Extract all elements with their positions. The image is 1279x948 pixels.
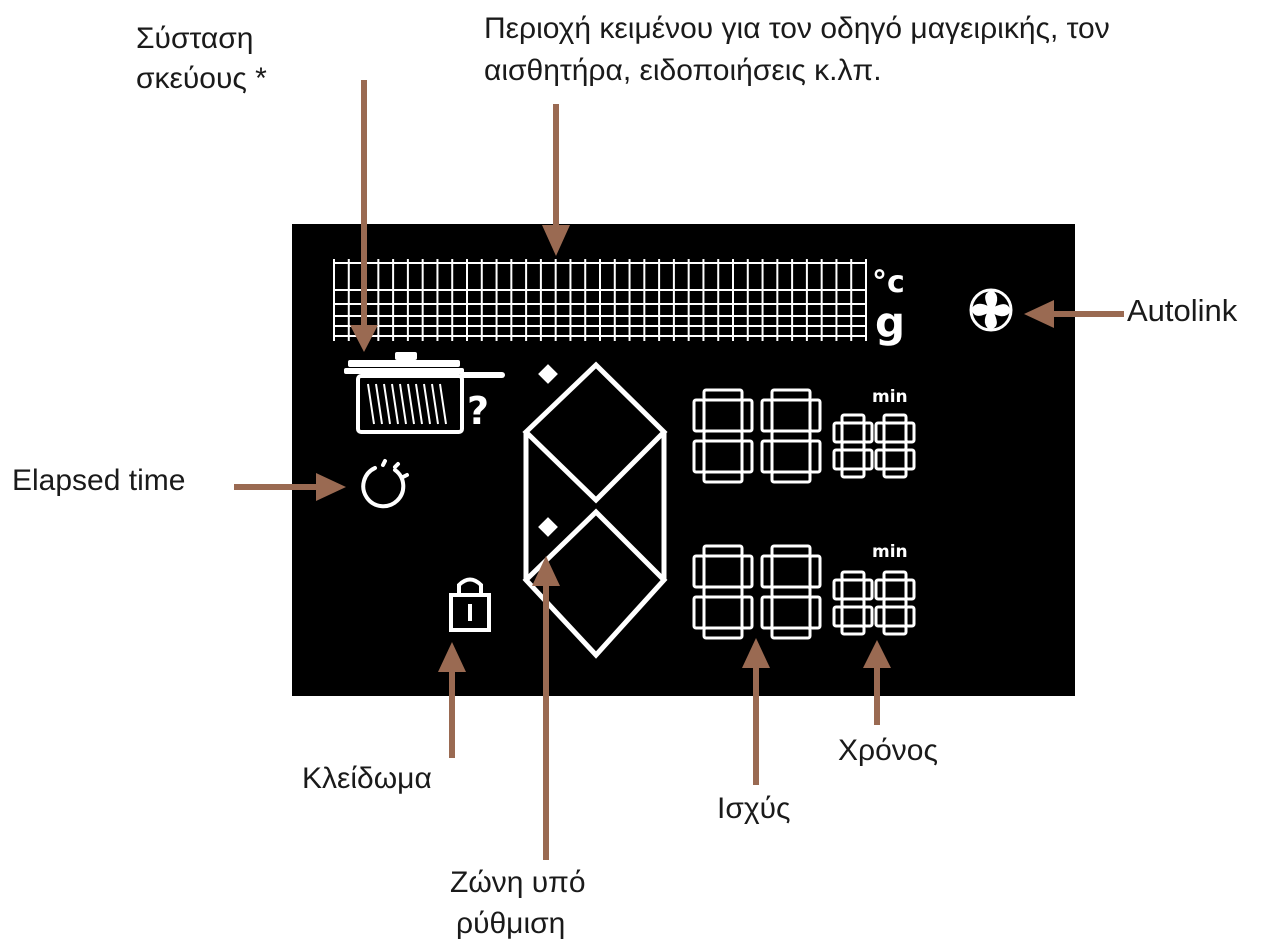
arrow-power: [742, 638, 770, 785]
lock-label: Κλείδωμα: [302, 762, 432, 795]
segment-digit: [760, 388, 822, 484]
autolink-label: Autolink: [1127, 293, 1238, 328]
segment-digit: [692, 544, 754, 640]
arrow-lock: [438, 642, 466, 758]
elapsed-time-icon: [361, 459, 409, 509]
grams-unit: g: [875, 298, 905, 347]
time-digits-top: [832, 413, 916, 479]
time-digits-bottom: [832, 570, 916, 636]
arrow-zone: [532, 556, 560, 860]
cookware-recommendation-label-line1: Σύσταση: [136, 22, 254, 55]
segment-digit: [874, 413, 916, 479]
zone-top-marker: [538, 364, 558, 384]
cookware-pot-icon: [344, 352, 505, 434]
power-digits-top: [692, 388, 822, 484]
time-label: Χρόνος: [838, 734, 938, 767]
power-digits-bottom: [692, 544, 822, 640]
segment-digit: [832, 570, 874, 636]
cookware-recommendation-label-line2: σκεύους *: [136, 62, 267, 95]
zone-bottom-marker: [538, 517, 558, 537]
segment-digit: [760, 544, 822, 640]
zone-label-line2: ρύθμιση: [456, 907, 566, 940]
arrow-cookware: [350, 80, 378, 352]
cooking-zone-indicator: [522, 361, 668, 659]
autolink-fan-icon: [969, 288, 1013, 332]
text-area-matrix: [333, 259, 867, 341]
min-unit-top: min: [872, 387, 908, 407]
zone-side-frame: [523, 432, 667, 580]
min-unit-bottom: min: [872, 542, 908, 562]
text-area-label-line1: Περιοχή κειμένου για τον οδηγό μαγειρική…: [484, 12, 1110, 45]
zone-label-line1: Ζώνη υπό: [450, 866, 586, 899]
arrow-elapsed-time: [234, 473, 346, 501]
lock-icon: [449, 577, 491, 632]
segment-digit: [692, 388, 754, 484]
elapsed-time-label: Elapsed time: [12, 464, 186, 497]
segment-digit: [874, 570, 916, 636]
arrow-time: [863, 640, 891, 725]
text-area-label-line2: αισθητήρα, ειδοποιήσεις κ.λπ.: [484, 54, 882, 87]
zone-top-diamond: [522, 361, 668, 504]
annotation-arrows: [234, 80, 1124, 860]
cookware-question-mark: ?: [467, 389, 489, 433]
segment-digit: [832, 413, 874, 479]
zone-bottom-diamond: [522, 508, 668, 659]
celsius-unit: °c: [872, 265, 905, 300]
arrow-autolink: [1024, 300, 1124, 328]
arrow-text-area: [542, 104, 570, 256]
power-label: Ισχύς: [717, 792, 791, 825]
